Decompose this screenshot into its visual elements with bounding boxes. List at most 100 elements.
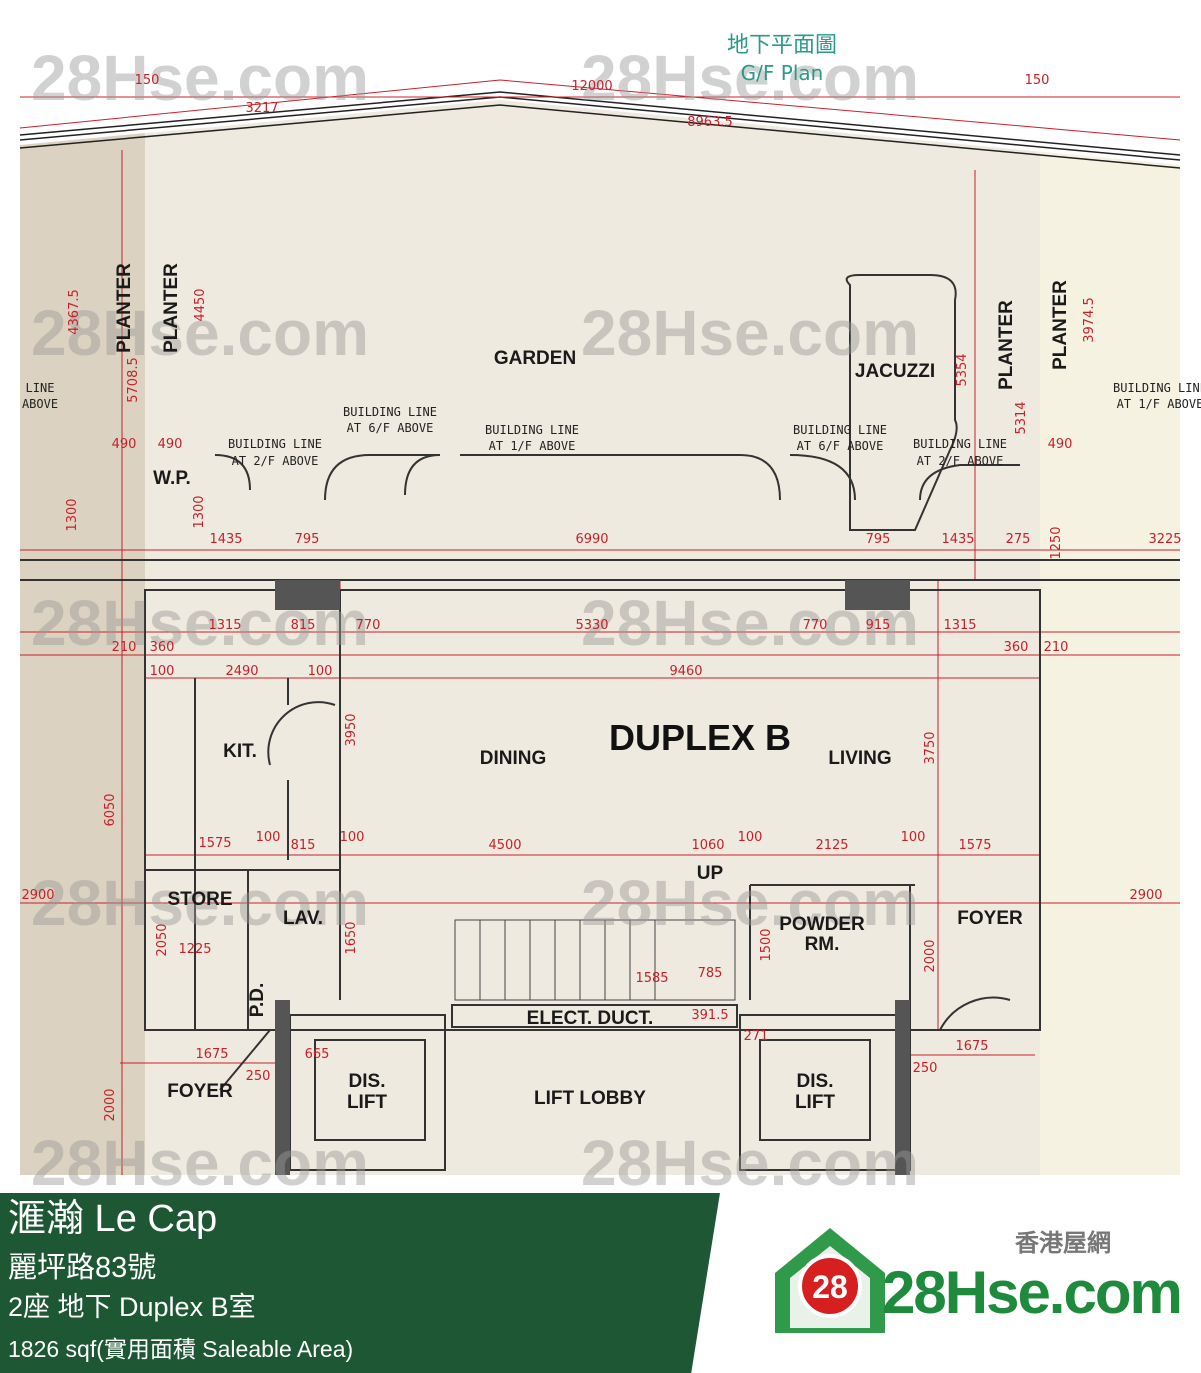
estate-name: 滙瀚 Le Cap <box>8 1198 218 1240</box>
room-label: P.D. <box>247 983 268 1018</box>
columns <box>275 580 910 1175</box>
building-line-label: LINE <box>26 381 55 395</box>
room-label: PLANTER <box>114 263 135 353</box>
dimension-label: 9460 <box>669 664 702 679</box>
saleable-area: 1826 sqf(實用面積 Saleable Area) <box>8 1336 354 1362</box>
watermark-text: 28Hse.com <box>31 867 369 939</box>
watermark-text: 28Hse.com <box>31 587 369 659</box>
dimension-label: 815 <box>291 838 316 853</box>
dimension-label: 1650 <box>344 921 359 954</box>
dimension-label: 815 <box>291 618 316 633</box>
dimension-label: 3950 <box>344 713 359 746</box>
dimension-label: 5314 <box>1014 401 1029 434</box>
dimension-label: 785 <box>698 966 723 981</box>
dimension-label: 360 <box>150 640 175 655</box>
plan-title-en: G/F Plan <box>741 61 824 85</box>
watermark-text: 28Hse.com <box>31 297 369 369</box>
watermark-text: 28Hse.com <box>581 867 919 939</box>
room-label: DIS. <box>349 1071 386 1092</box>
dimension-label: 2900 <box>1129 888 1162 903</box>
dimension-label: 1250 <box>1049 526 1064 559</box>
dimension-label: 150 <box>1025 73 1050 88</box>
dimension-label: 4367.5 <box>67 289 82 335</box>
dimension-label: 150 <box>135 73 160 88</box>
dimension-label: 1300 <box>65 498 80 531</box>
dimension-label: 210 <box>112 640 137 655</box>
dimension-label: 210 <box>1044 640 1069 655</box>
room-label: KIT. <box>223 741 257 762</box>
room-label: JACUZZI <box>855 361 935 382</box>
dimension-label: 3974.5 <box>1082 297 1097 343</box>
house-logo-icon: 28 <box>775 1228 885 1333</box>
floor-area <box>20 100 1180 1175</box>
room-label: STORE <box>167 889 232 910</box>
room-label: PLANTER <box>1050 280 1071 370</box>
room-label: DIS. <box>797 1071 834 1092</box>
dimension-label: 2050 <box>155 923 170 956</box>
room-label: PLANTER <box>996 300 1017 390</box>
dimension-label: 490 <box>1048 437 1073 452</box>
watermark-text: 28Hse.com <box>581 587 919 659</box>
dimension-label: 3750 <box>923 731 938 764</box>
dimension-label: 8963.5 <box>687 115 733 130</box>
dimension-label: 1315 <box>208 618 241 633</box>
dimension-label: 6990 <box>575 532 608 547</box>
dimension-label: 360 <box>1004 640 1029 655</box>
dimension-label: 100 <box>901 830 926 845</box>
building-line-label: AT 1/F ABOVE <box>489 439 576 453</box>
building-line-label: BUILDING LINE <box>793 423 887 437</box>
dimension-label: 1060 <box>691 838 724 853</box>
dimension-label: 2900 <box>21 888 54 903</box>
dimension-label: 5708.5 <box>126 357 141 403</box>
dimension-label: 5354 <box>955 353 970 386</box>
dimension-label: 3225 <box>1148 532 1181 547</box>
right-strip <box>1040 152 1180 1175</box>
info-banner: 滙瀚 Le Cap 麗坪路83號 2座 地下 Duplex B室 1826 sq… <box>0 1193 1201 1373</box>
room-label: DINING <box>480 748 547 769</box>
building-line-label: BUILDING LINE <box>343 405 437 419</box>
dimension-label: 2490 <box>225 664 258 679</box>
dimension-label: 665 <box>305 1047 330 1062</box>
dimension-label: 1435 <box>941 532 974 547</box>
dimension-label: 2125 <box>815 838 848 853</box>
building-line-label: AT 6/F ABOVE <box>797 439 884 453</box>
dimension-label: 275 <box>1006 532 1031 547</box>
room-label: FOYER <box>957 908 1023 929</box>
dimension-label: 1675 <box>955 1039 988 1054</box>
dimension-label: 250 <box>246 1069 271 1084</box>
dimension-label: 100 <box>256 830 281 845</box>
dimension-label: 12000 <box>571 79 612 94</box>
watermark-text: 28Hse.com <box>31 1127 369 1193</box>
room-label: ELECT. DUCT. <box>527 1008 654 1029</box>
dimension-label: 1500 <box>759 928 774 961</box>
left-strip <box>20 133 145 1175</box>
site-logo[interactable]: 28 香港屋網 28Hse.com <box>770 1223 1183 1343</box>
stairs <box>454 919 736 1001</box>
building-line-label: AT 2/F ABOVE <box>232 454 319 468</box>
dimension-label: 4450 <box>193 288 208 321</box>
room-label: GARDEN <box>494 348 576 369</box>
dimension-label: 1575 <box>958 838 991 853</box>
room-label: LIVING <box>828 748 891 769</box>
building-line-label: AT 1/F ABOVE <box>1117 397 1201 411</box>
floor-plan: 28Hse.com 28Hse.com 28Hse.com 28Hse.com 28Hs… <box>19 33 1201 1193</box>
dimension-label: 6050 <box>103 793 118 826</box>
dimension-label: 1675 <box>195 1047 228 1062</box>
dimension-label: 2000 <box>923 939 938 972</box>
room-label: POWDER <box>779 914 865 935</box>
dimension-label: 915 <box>866 618 891 633</box>
logo-cn: 香港屋網 <box>1015 1230 1111 1257</box>
dimension-label: 490 <box>112 437 137 452</box>
room-label: W.P. <box>153 468 191 489</box>
dimension-label: 4500 <box>488 838 521 853</box>
address: 麗坪路83號 <box>8 1252 157 1284</box>
watermark-text: 28Hse.com <box>581 1127 919 1193</box>
room-label: LIFT LOBBY <box>534 1088 646 1109</box>
dimension-label: 1585 <box>635 971 668 986</box>
dimension-label: 1315 <box>943 618 976 633</box>
dimension-label: 100 <box>150 664 175 679</box>
watermark-text: 28Hse.com <box>31 42 369 114</box>
room-label: FOYER <box>167 1081 233 1102</box>
